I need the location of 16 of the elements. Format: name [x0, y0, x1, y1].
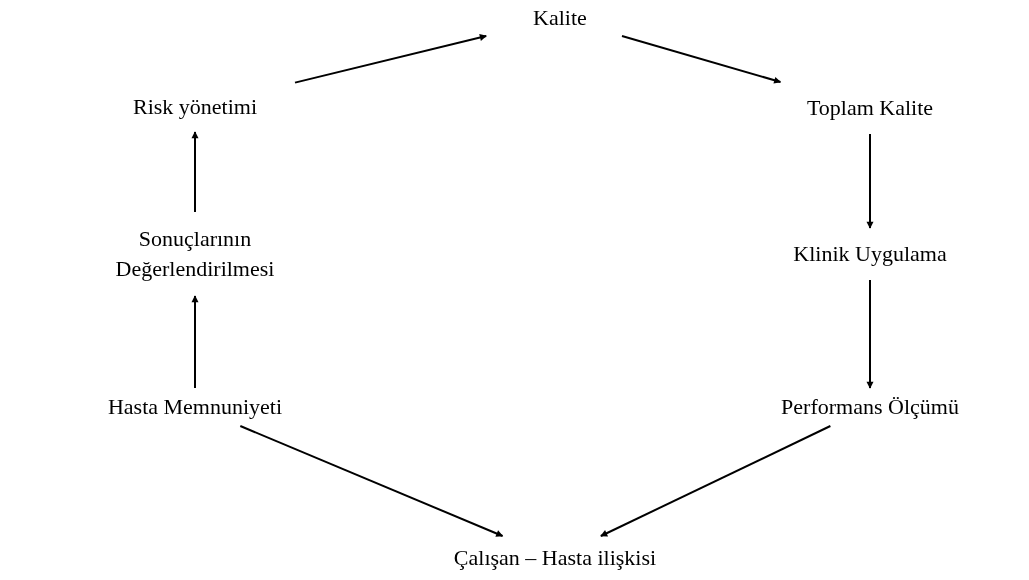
arrow — [621, 35, 782, 84]
node-label: Risk yönetimi — [132, 93, 258, 122]
node-label: Kalite — [533, 4, 587, 33]
arrow — [866, 133, 874, 229]
node-label: Performans Ölçümü — [781, 393, 959, 422]
arrow — [866, 279, 874, 389]
arrow — [191, 295, 199, 389]
node-label: Hasta Memnuniyeti — [107, 393, 283, 422]
arrow — [294, 34, 488, 84]
arrow — [191, 131, 199, 213]
arrow — [599, 425, 832, 537]
node-label: Klinik Uygulama — [793, 240, 947, 269]
node-label: Çalışan – Hasta ilişkisi — [453, 544, 657, 573]
node-label: Toplam Kalite — [806, 94, 934, 123]
node-label: Sonuçlarının Değerlendirilmesi — [114, 225, 276, 283]
arrow — [239, 425, 504, 537]
